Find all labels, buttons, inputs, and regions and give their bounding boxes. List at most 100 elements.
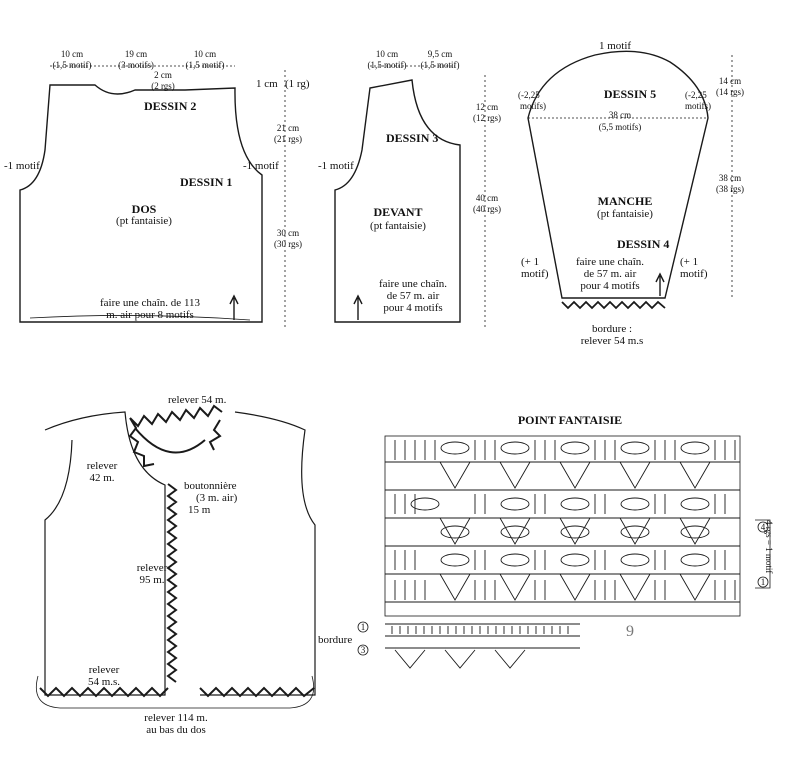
devant-left-dec: -1 motif bbox=[318, 160, 354, 172]
devant-dessin-3: DESSIN 3 bbox=[386, 131, 439, 145]
assembly-edge-pick-1: relever bbox=[136, 562, 168, 574]
manche-cap-left: (-2,25 bbox=[518, 90, 540, 100]
manche-subtitle: (pt fantaisie) bbox=[597, 208, 653, 220]
assembly-front-edge-zigzag bbox=[166, 483, 178, 683]
manche-inc-right-2: motif) bbox=[680, 268, 708, 280]
border-row-1-marker bbox=[357, 621, 369, 633]
devant-arrow bbox=[353, 294, 363, 320]
manche-arrow bbox=[655, 272, 665, 296]
assembly-body-left bbox=[44, 411, 166, 696]
devant-dim-b-motifs: (1,5 motif) bbox=[420, 60, 460, 70]
dos-dim-mid: 19 cm bbox=[124, 49, 148, 59]
manche-title: MANCHE bbox=[597, 194, 653, 208]
manche-start-3: pour 4 motifs bbox=[580, 280, 640, 292]
manche-cap: 14 cm bbox=[718, 76, 742, 86]
manche-start-2: de 57 m. air bbox=[583, 268, 637, 280]
devant-start-2: de 57 m. air bbox=[386, 290, 440, 302]
dos-body: 30 cm bbox=[276, 228, 300, 238]
dos-neck-rows: (2 rgs) bbox=[151, 81, 175, 91]
dos-dessin-1: DESSIN 1 bbox=[180, 175, 233, 189]
manche-border-zigzag bbox=[561, 300, 666, 310]
devant-start-1: faire une chaîn. bbox=[378, 278, 448, 290]
manche-start-1: faire une chaîn. bbox=[575, 256, 645, 268]
manche-outline bbox=[527, 50, 709, 299]
manche-cap-right: (-2,25 bbox=[685, 90, 707, 100]
manche-cap-rows: (14 rgs) bbox=[715, 87, 745, 97]
dos-neck-depth: 2 cm bbox=[154, 70, 172, 80]
assembly-bottom-left-zigzag bbox=[39, 686, 169, 698]
manche-width: 38 cm bbox=[608, 110, 632, 120]
assembly-buttonhole-1: boutonnière bbox=[184, 480, 237, 492]
manche-cap-right-2: motifs) bbox=[685, 101, 711, 111]
assembly-bottom-right-zigzag bbox=[199, 686, 315, 698]
dos-right-dec: -1 motif bbox=[243, 160, 279, 172]
manche-length-rows: (38 rgs) bbox=[715, 184, 745, 194]
devant-title: DEVANT bbox=[373, 205, 423, 219]
devant-start-3: pour 4 motifs bbox=[383, 302, 443, 314]
dos-dim-right-motifs: (1,5 motif) bbox=[185, 60, 225, 70]
manche-border-1: bordure : bbox=[591, 323, 633, 335]
stitch-chart-rows bbox=[385, 440, 740, 603]
assembly-neck-zigzag bbox=[128, 404, 223, 468]
manche-inc-left-2: motif) bbox=[521, 268, 549, 280]
devant-neck: 12 cm bbox=[475, 102, 499, 112]
dos-foundation bbox=[29, 315, 251, 321]
manche-top: 1 motif bbox=[598, 40, 632, 52]
dos-subtitle: (pt fantaisie) bbox=[116, 215, 172, 227]
dos-dim-left: 10 cm bbox=[60, 49, 84, 59]
assembly-bracket bbox=[35, 675, 315, 709]
assembly-bottom-pick-2: 54 m.s. bbox=[87, 676, 121, 688]
assembly-front-pick-1: relever bbox=[86, 460, 118, 472]
manche-inc-left: (+ 1 bbox=[521, 256, 540, 268]
devant-outline bbox=[334, 79, 461, 323]
point-border-row-3: 3 bbox=[360, 645, 366, 655]
manche-dessin-5: DESSIN 5 bbox=[603, 87, 657, 101]
assembly-back-pick-2: au bas du dos bbox=[146, 724, 206, 736]
assembly-buttonhole-3: 15 m bbox=[188, 504, 211, 516]
devant-subtitle: (pt fantaisie) bbox=[370, 220, 426, 232]
stitch-chart-frame bbox=[384, 435, 741, 617]
dos-dessin-2: DESSIN 2 bbox=[144, 99, 197, 113]
dos-dim-mid-motifs: (3 motifs) bbox=[118, 60, 154, 70]
manche-width-motifs: (5,5 motifs) bbox=[598, 122, 642, 132]
assembly-back-pick-1: relever 114 m. bbox=[144, 712, 208, 724]
border-row-3-marker bbox=[357, 644, 369, 656]
dos-dim-right: 10 cm bbox=[193, 49, 217, 59]
dos-arrow bbox=[229, 294, 239, 320]
point-row-1: 1 bbox=[760, 577, 766, 587]
row-4-marker bbox=[757, 521, 769, 533]
manche-length: 38 cm bbox=[718, 173, 742, 183]
dos-shoulder: 1 cm bbox=[256, 78, 278, 90]
devant-dim-b: 9,5 cm bbox=[427, 49, 453, 59]
devant-body-rows: (40 rgs) bbox=[472, 204, 502, 214]
dos-start-1: faire une chaîn. de 113 bbox=[99, 297, 201, 309]
stitch-border-rows bbox=[385, 623, 580, 669]
assembly-body-right bbox=[200, 411, 316, 696]
devant-body: 40 cm bbox=[475, 193, 499, 203]
manche-cap-left-2: motifs) bbox=[520, 101, 546, 111]
manche-dessin-4: DESSIN 4 bbox=[617, 237, 670, 251]
dos-title: DOS bbox=[131, 202, 157, 216]
dos-start-2: m. air pour 8 motifs bbox=[106, 309, 194, 321]
dos-body-rows: (30 rgs) bbox=[273, 239, 303, 249]
devant-dim-a-motifs: (1,5 motif) bbox=[367, 60, 407, 70]
point-title: POINT FANTAISIE bbox=[517, 413, 623, 427]
repeat-bracket bbox=[755, 519, 771, 589]
point-border-row-1: 1 bbox=[360, 622, 366, 632]
dos-armhole: 21 cm bbox=[276, 123, 300, 133]
manche-border-2: relever 54 m.s bbox=[580, 335, 644, 347]
dos-shoulder-rows: (1 rg) bbox=[285, 78, 310, 90]
assembly-buttonhole-2: (3 m. air) bbox=[196, 492, 238, 504]
assembly-front-pick-2: 42 m. bbox=[89, 472, 115, 484]
point-border-label: bordure bbox=[318, 634, 353, 646]
devant-dim-a: 10 cm bbox=[375, 49, 399, 59]
dos-armhole-rows: (21 rgs) bbox=[273, 134, 303, 144]
dos-dim-left-motifs: (1,5 motif) bbox=[52, 60, 92, 70]
point-row-4: 4 bbox=[760, 522, 766, 532]
row-1-marker bbox=[757, 576, 769, 588]
dos-left-dec: -1 motif bbox=[4, 160, 40, 172]
assembly-edge-pick-2: 95 m. bbox=[139, 574, 165, 586]
manche-inc-right: (+ 1 bbox=[680, 256, 699, 268]
dos-outline bbox=[19, 84, 263, 323]
